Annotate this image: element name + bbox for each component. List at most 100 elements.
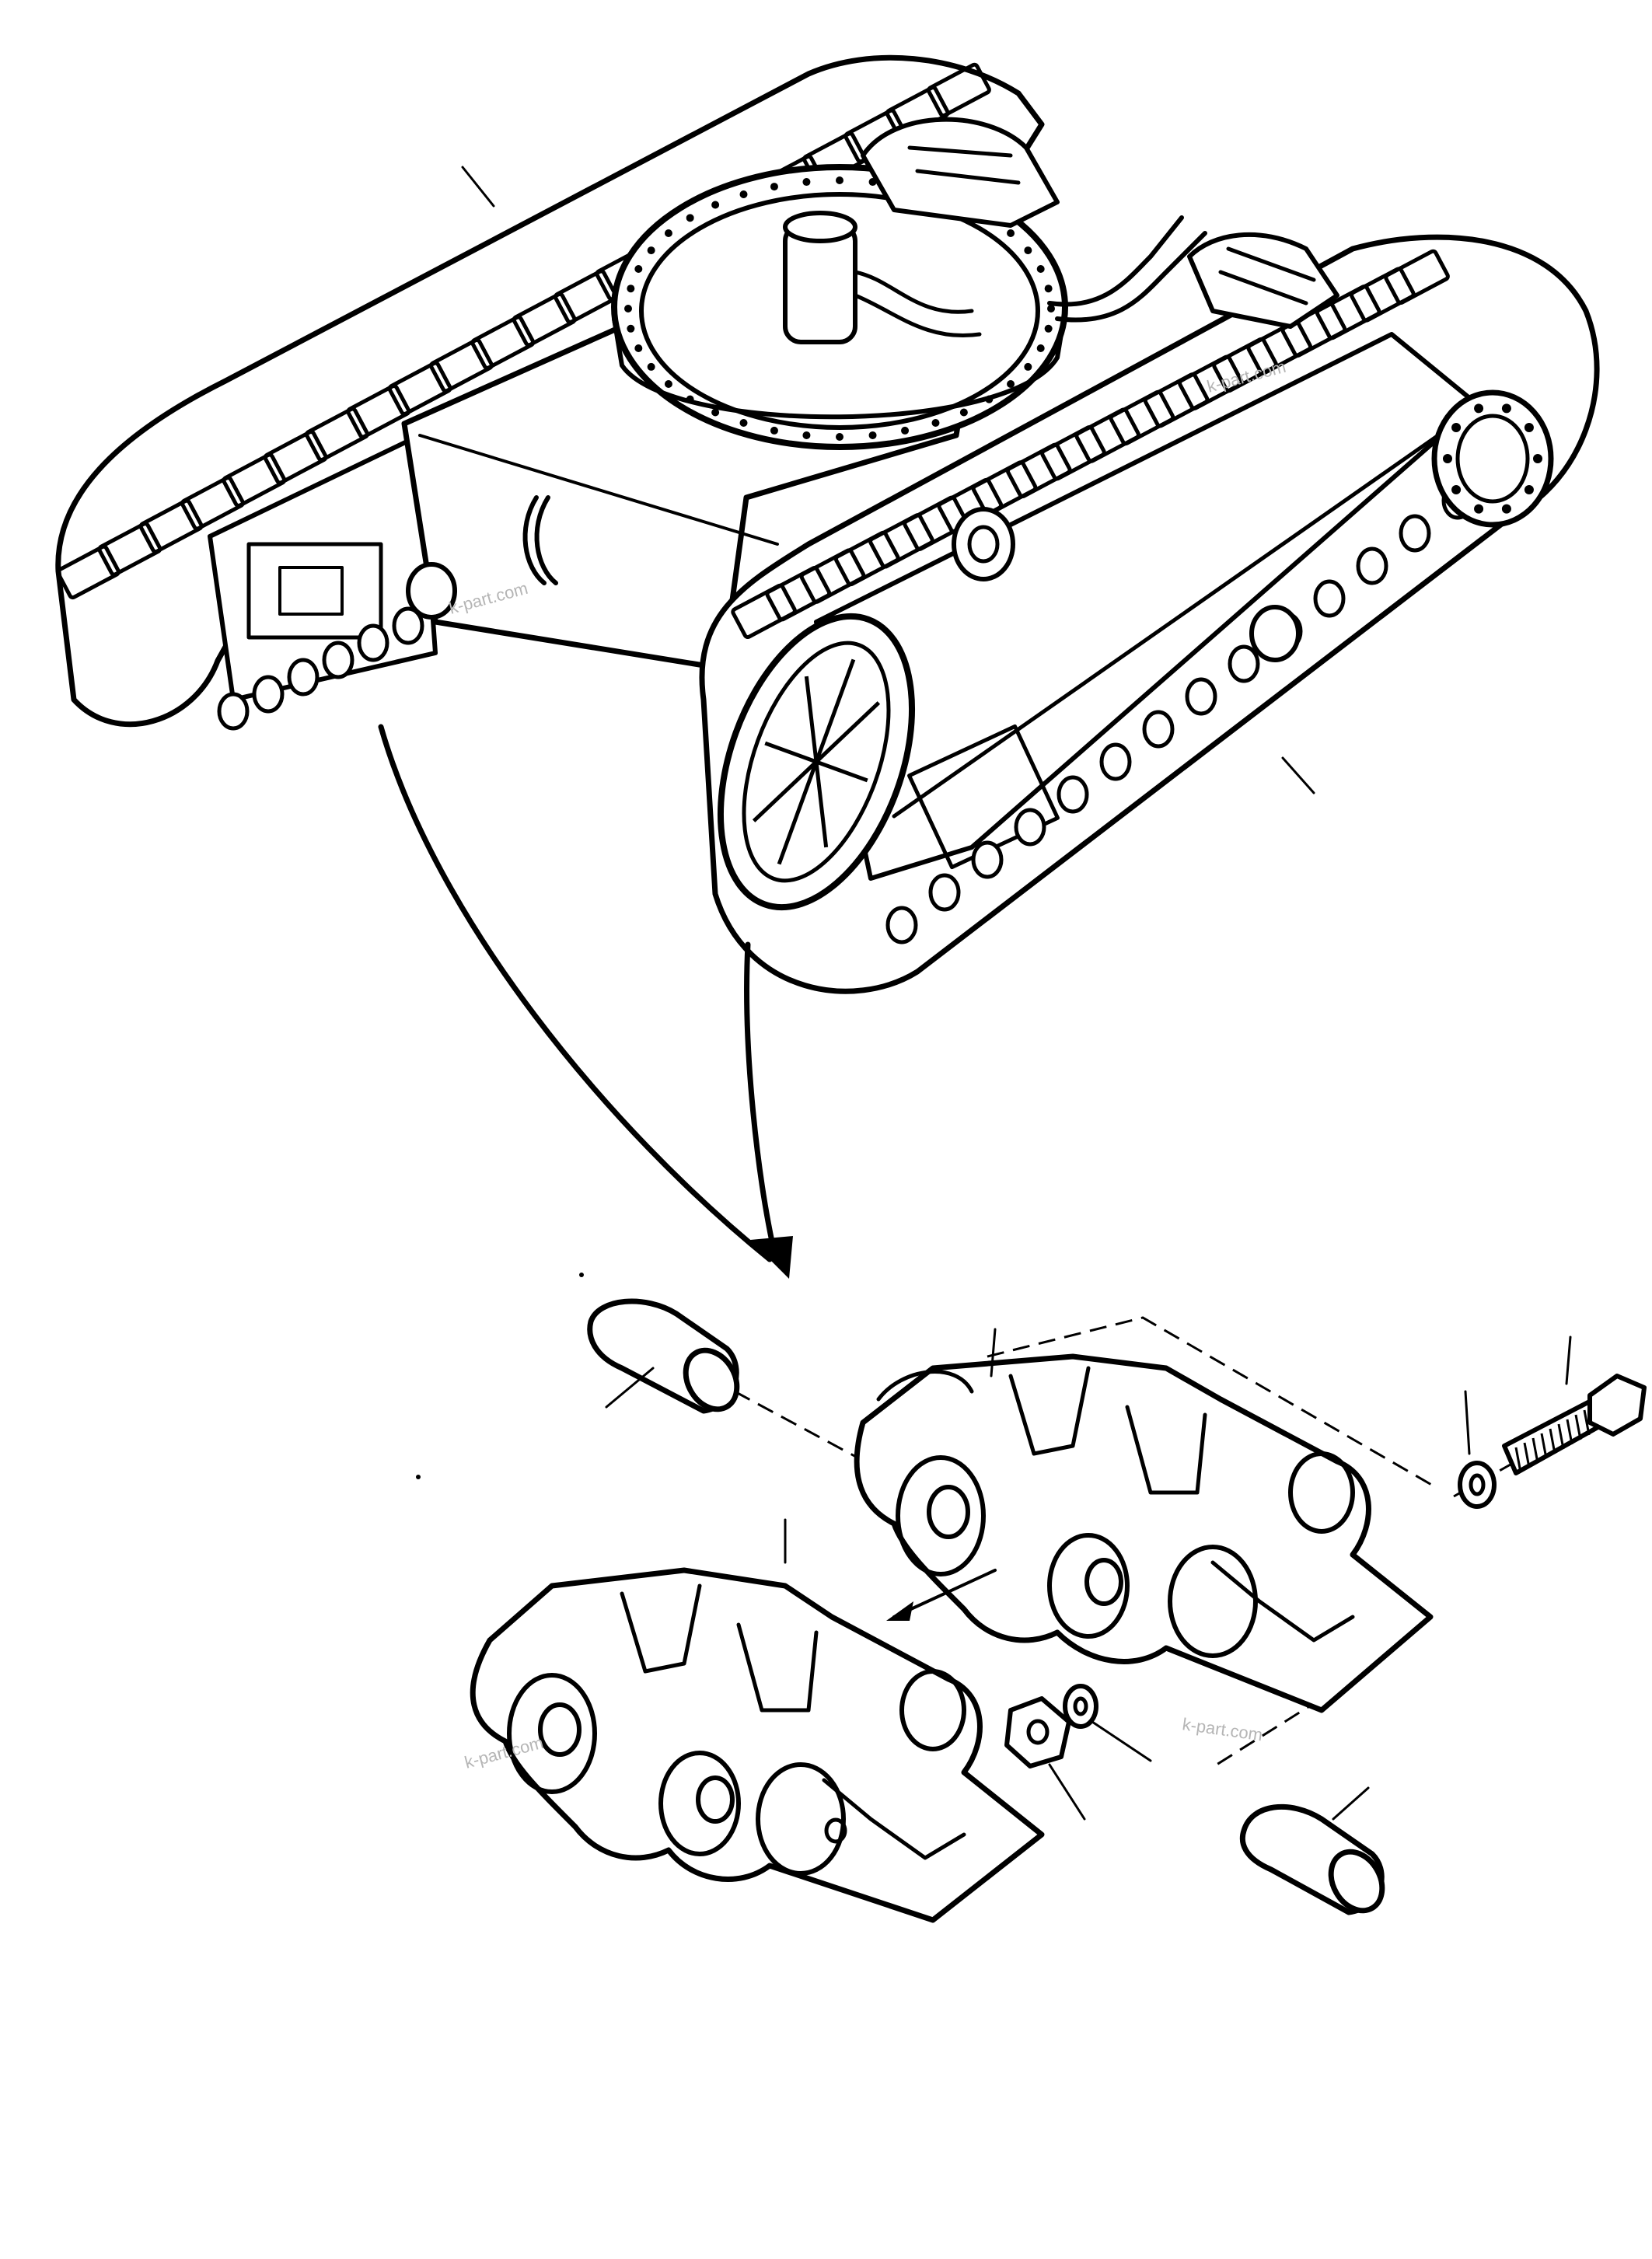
hub-bolt (1451, 423, 1462, 433)
idler-spoke (814, 761, 829, 848)
track-shoe (1074, 407, 1140, 463)
ring-bolt (627, 324, 635, 333)
bolt-thread (1566, 1419, 1573, 1445)
track-bolt (1502, 1335, 1647, 1475)
ring-bolt (1044, 285, 1053, 293)
leader-line-right (1281, 756, 1315, 794)
track-shoe (1212, 337, 1278, 393)
track-shoe (731, 583, 797, 640)
ring-bolt (664, 229, 672, 238)
track-shoe (1040, 425, 1106, 481)
hub-bolt (1443, 454, 1452, 463)
ring-bolt (739, 190, 748, 198)
track-shoe (554, 269, 618, 324)
track-shoe (387, 361, 452, 416)
ring-bolt (1036, 344, 1045, 352)
ring-bolt (985, 395, 994, 403)
track-shoe (1109, 389, 1175, 446)
ring-bolt (1047, 305, 1055, 312)
ring-bolt (664, 379, 672, 388)
ring-bolt (868, 431, 877, 439)
stray-dot (579, 1273, 584, 1277)
watermark-text: k-part.com (1181, 1714, 1263, 1744)
idler-spoke (764, 741, 817, 764)
track-nut (1004, 1696, 1086, 1821)
track-roller (1099, 742, 1132, 781)
track-shoe (263, 430, 328, 485)
bolt-thread (1583, 1409, 1591, 1436)
track-roller (1228, 644, 1260, 683)
track-roller (1142, 710, 1175, 749)
track-roller (357, 623, 389, 662)
track-shoe (97, 522, 162, 577)
bolt-thread (1574, 1414, 1582, 1440)
idler-spoke (804, 676, 819, 763)
ring-bolt (1044, 324, 1053, 333)
ring-bolt (647, 246, 655, 255)
track-shoe (305, 407, 369, 462)
ring-bolt (901, 426, 910, 435)
track-roller (1399, 514, 1431, 553)
ring-bolt (770, 426, 778, 435)
ring-bolt (836, 433, 843, 441)
track-shoe (346, 384, 411, 439)
ring-bolt (802, 178, 811, 187)
track-roller (1356, 546, 1388, 585)
track-shoe (799, 548, 866, 604)
idler-spoke (815, 701, 881, 763)
swing-ring (611, 164, 1207, 450)
leader-line-top (461, 166, 495, 208)
ring-bolt (770, 183, 778, 191)
track-shoe (833, 530, 900, 587)
track-shoe (512, 292, 577, 347)
track-shoe (971, 460, 1038, 516)
ring-bolt (1007, 379, 1015, 388)
track-shoe (1006, 442, 1072, 498)
callout-arrow-right (744, 941, 779, 1262)
ring-bolt (711, 408, 720, 417)
idler-spoke (752, 760, 818, 822)
stray-dot (416, 1475, 421, 1479)
drive-motor-left (861, 117, 1060, 228)
track-shoe (222, 452, 287, 508)
track-roller (252, 675, 285, 714)
track-shoe (868, 513, 934, 569)
arrowhead (750, 1236, 793, 1279)
idler-wheel (717, 613, 916, 911)
track-shoe (1143, 372, 1210, 428)
ring-bolt (647, 362, 655, 371)
hub-bolt (1501, 403, 1511, 414)
track-roller (1057, 775, 1089, 814)
washer-lower (1063, 1684, 1152, 1762)
track-shoe (1315, 284, 1381, 340)
hub-bolt (1474, 403, 1484, 414)
idler-spoke (816, 759, 868, 783)
track-roller (392, 606, 424, 645)
ring-bolt (634, 344, 643, 352)
ring-bolt (739, 419, 748, 428)
ring-bolt (959, 408, 968, 417)
track-shoe (1384, 249, 1450, 306)
track-shoe (138, 498, 204, 554)
track-shoe (180, 476, 245, 531)
bolt-thread (1523, 1442, 1531, 1468)
bolt-thread (1549, 1428, 1556, 1454)
track-shoe (470, 315, 536, 370)
track-shoe (429, 337, 494, 393)
right-track (699, 234, 1600, 994)
track-shoe (765, 566, 832, 622)
insertion-arrow (886, 1569, 997, 1621)
bolt-thread (1540, 1433, 1548, 1459)
carrier-rollers (406, 507, 1301, 662)
track-roller (1014, 808, 1046, 847)
track-roller (1185, 677, 1217, 716)
hub-bolt (1474, 504, 1484, 514)
track-link-upper (854, 1328, 1434, 1713)
hub-bolt (1501, 504, 1511, 514)
track-roller (885, 906, 918, 944)
track-shoe (903, 495, 969, 551)
hub-bolt (1451, 484, 1462, 494)
ring-bolt (711, 201, 720, 209)
track-shoe (1178, 354, 1244, 410)
